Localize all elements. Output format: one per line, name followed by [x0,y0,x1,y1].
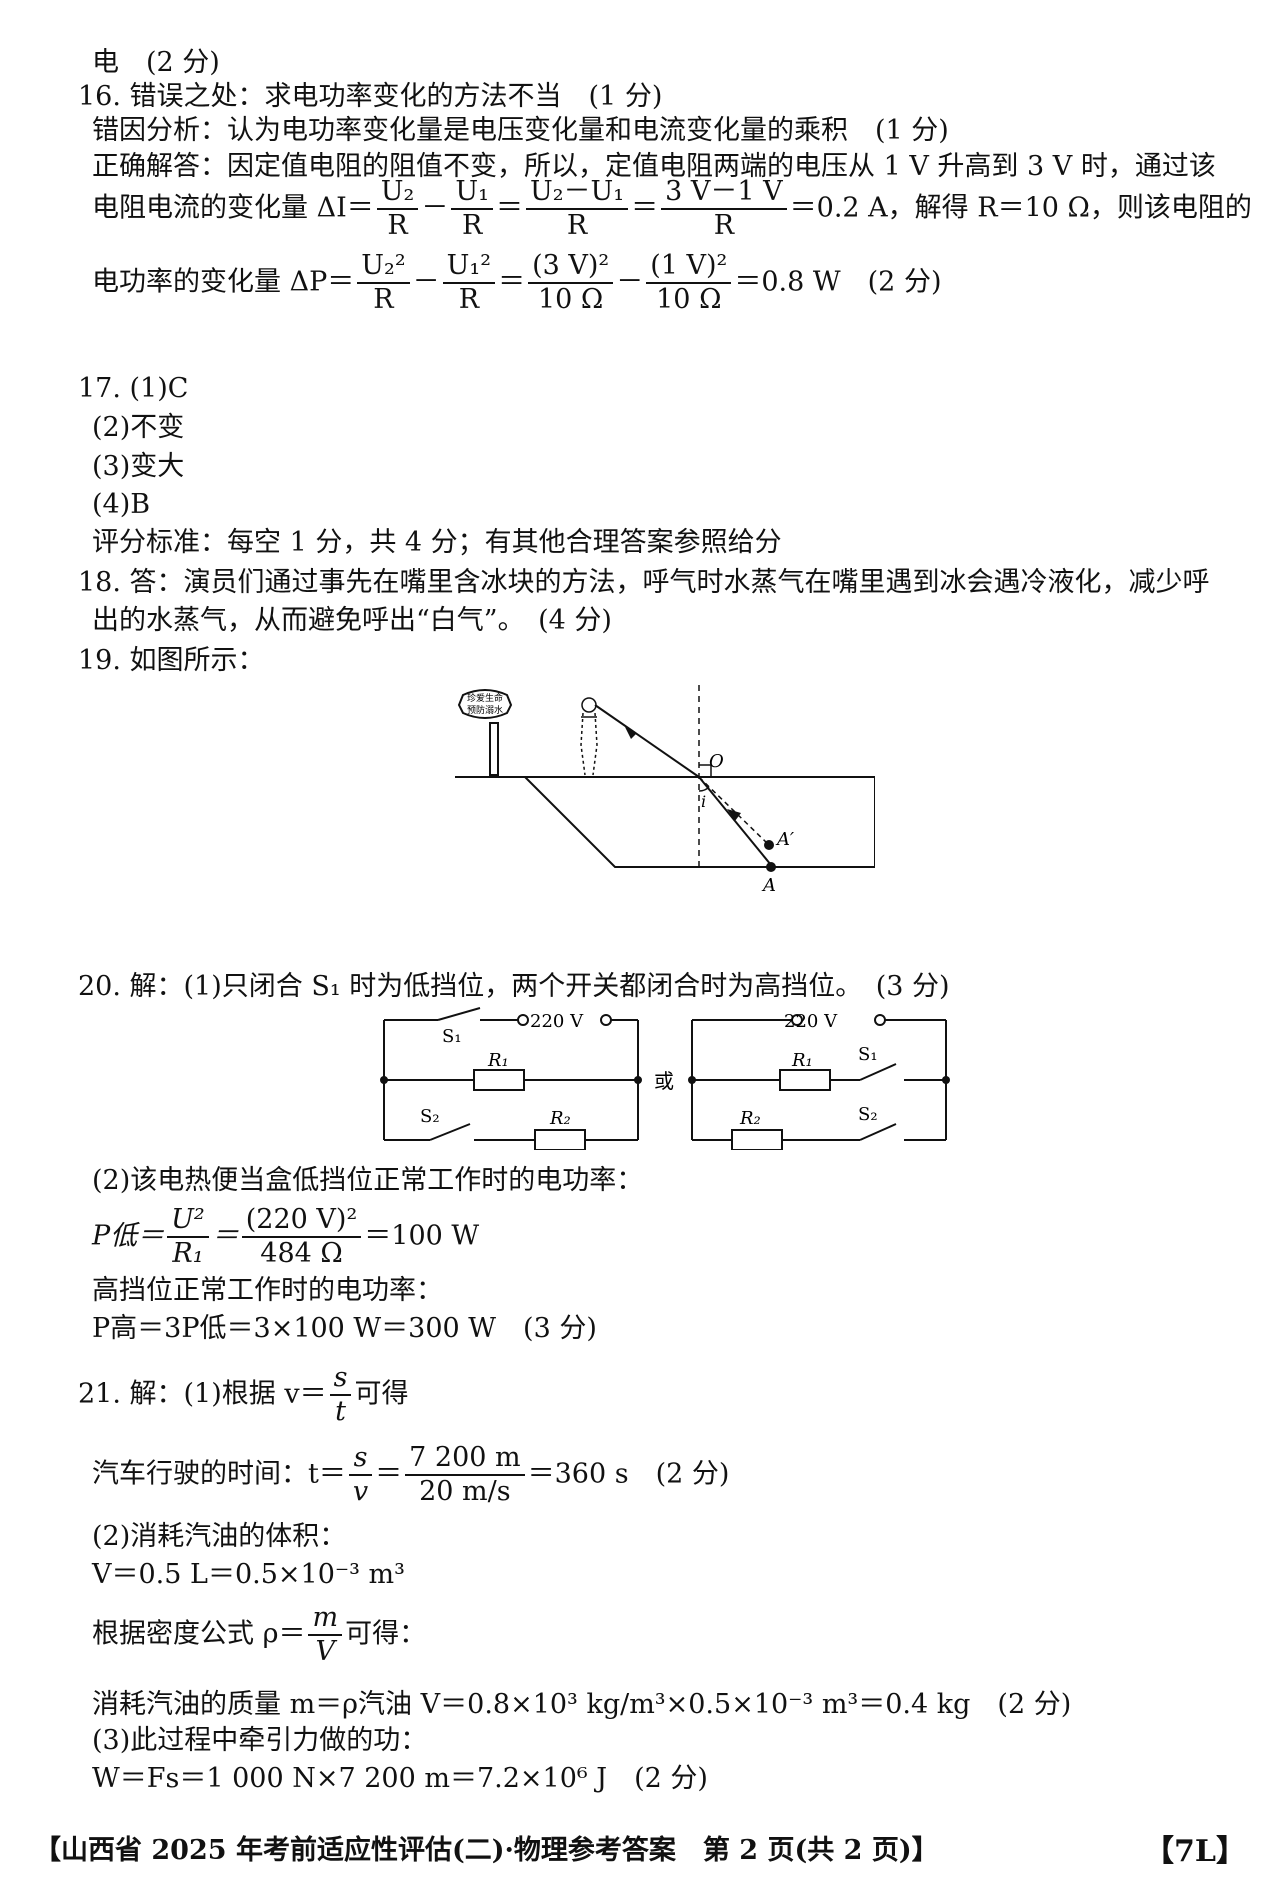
q19-heading: 19. 如图所示： [78,645,265,676]
switch-label: S₂ [420,1106,440,1127]
q17-scoring: 评分标准：每空 1 分，共 4 分；有其他合理答案参照给分 [92,527,782,558]
light-ray [594,704,700,778]
svg-text:i: i [701,792,706,811]
sign-board [457,689,513,719]
switch-label: S₁ [442,1026,462,1047]
arrow-head [727,809,741,821]
q20-part2: (2)该电热便当盒低挡位正常工作时的电功率： [92,1165,644,1196]
or-label: 或 [654,1069,674,1093]
q21-work-equation: W＝Fs＝1 000 N×7 200 m＝7.2×10⁶ J (2 分) [92,1763,708,1794]
virtual-ray [698,776,770,846]
resistor-label: R₁ [791,1050,813,1071]
person-figure [580,697,598,776]
point-A [766,862,776,872]
q20-circuit-diagrams: 220 V S₁ R₁ S₂ R₂ 或 220 V R₁ S₁ R₂ S₂ [380,1007,950,1150]
resistor-label: R₂ [739,1108,761,1129]
q18-answer-line2: 出的水蒸气，从而避免呼出“白气”。 (4 分) [92,605,612,636]
q18-answer-line1: 18. 答：演员们通过事先在嘴里含冰块的方法，呼气时水蒸气在嘴里遇到冰会遇冷液化… [78,567,1210,598]
q17-answer-3: (3)变大 [92,451,185,482]
point-A-prime [764,840,774,850]
q21-mass-equation: 消耗汽油的质量 m＝ρ汽油 V＝0.8×10³ kg/m³×0.5×10⁻³ m… [92,1689,1072,1720]
q16-analysis-line: 错因分析：认为电功率变化量是电压变化量和电流变化量的乘积 (1 分) [92,115,949,146]
q19-refraction-figure: 珍爱生命 预防溺水 O i A′ A [455,685,875,896]
q20-part1: 20. 解：(1)只闭合 S₁ 时为低挡位，两个开关都闭合时为高挡位。 (3 分… [78,971,950,1002]
text-line: 电 (2 分) [92,47,220,78]
pool-outline [524,776,875,868]
arrow-head [625,727,637,739]
switch-label: S₁ [858,1044,878,1065]
sign-text: 预防溺水 [467,704,503,716]
q17-answer-1: 17. (1)C [78,373,189,404]
q21-part3: (3)此过程中牵引力做的功： [92,1725,428,1756]
svg-text:A: A [761,875,776,896]
sign-text: 珍爱生命 [467,692,503,704]
svg-text:O: O [709,751,724,772]
q17-answer-2: (2)不变 [92,412,185,443]
sign-post [489,722,499,776]
q21-volume-equation: V＝0.5 L＝0.5×10⁻³ m³ [92,1559,405,1590]
voltage-label: 220 V [530,1011,584,1032]
page-footer: 【山西省 2025 年考前适应性评估(二)·物理参考答案 第 2 页(共 2 页… [34,1835,939,1866]
resistor-label: R₁ [487,1050,509,1071]
q16-solution-line: 正确解答：因定值电阻的阻值不变，所以，定值电阻两端的电压从 1 V 升高到 3 … [92,151,1216,182]
footer-badge: 【7L】 [1144,1834,1246,1869]
q21-part2: (2)消耗汽油的体积： [92,1521,347,1552]
svg-text:A′: A′ [775,829,794,850]
q16-error-line: 16. 错误之处：求电功率变化的方法不当 (1 分) [78,81,663,112]
switch-label: S₂ [858,1104,878,1125]
q17-answer-4: (4)B [92,489,151,520]
q20-high-label: 高挡位正常工作时的电功率： [92,1275,443,1306]
resistor-label: R₂ [549,1108,571,1129]
voltage-label: 220 V [784,1011,838,1032]
q20-high-power-equation: P高＝3P低＝3×100 W＝300 W (3 分) [92,1313,597,1344]
